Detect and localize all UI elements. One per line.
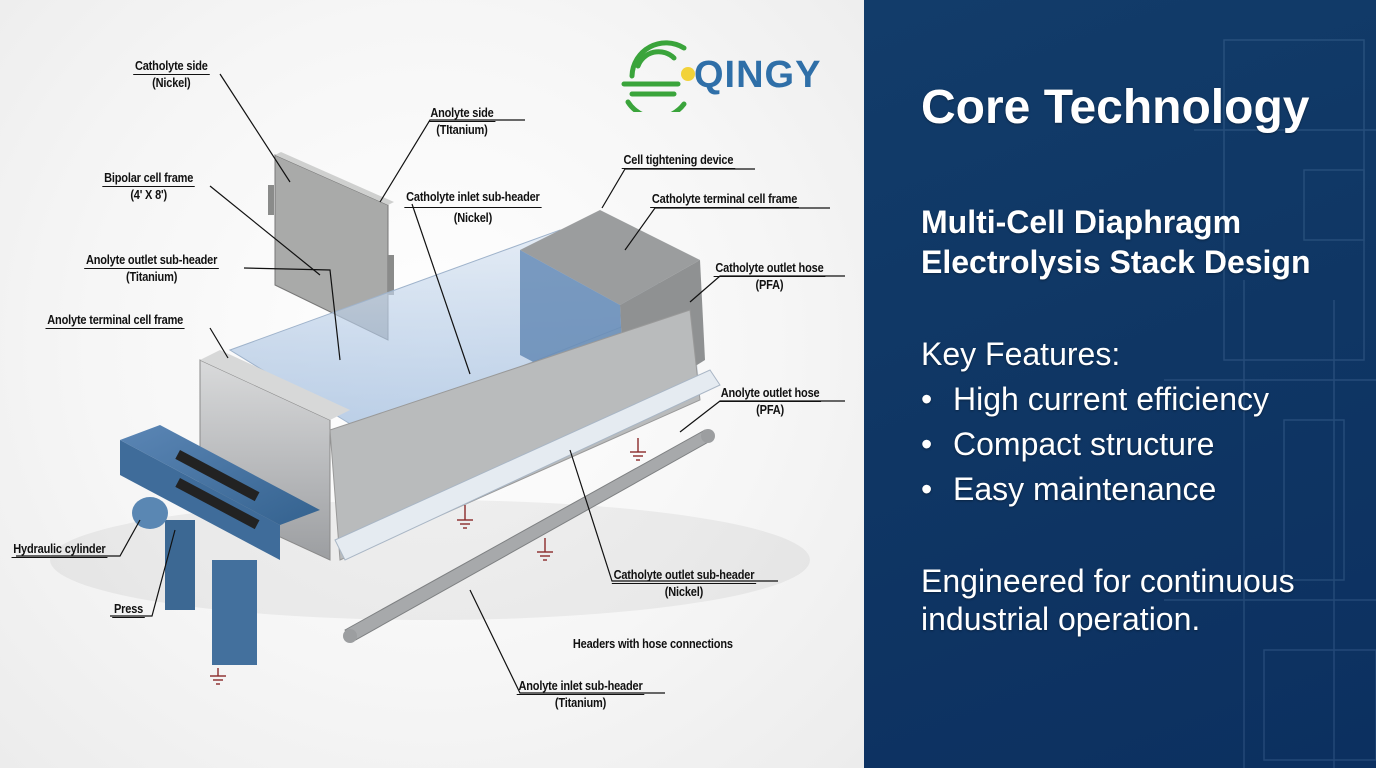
feature-item: •High current efficiency (921, 381, 1269, 417)
label-hydraulic-cylinder: Hydraulic cylinder (11, 542, 108, 558)
subtitle-line-1: Multi-Cell Diaphragm (921, 204, 1242, 240)
label-anolyte-outlet-hose: Anolyte outlet hose(PFA) (718, 386, 822, 417)
feature-item: •Compact structure (921, 426, 1215, 462)
features-heading: Key Features: (921, 336, 1121, 372)
label-catholyte-outlet-hose: Catholyte outlet hose(PFA) (713, 261, 826, 292)
logo-sun-icon (681, 67, 695, 81)
qingy-logo (621, 40, 695, 112)
bipolar-cell-frame-part (268, 152, 394, 341)
info-panel (864, 0, 1376, 768)
logo-brand: QINGY (694, 54, 822, 96)
label-press: Press (112, 602, 145, 618)
press-part (120, 425, 320, 665)
blueprint-background (1164, 39, 1376, 768)
panel-title: Core Technology (921, 81, 1310, 134)
catholyte-outlet-pipe (334, 369, 721, 561)
diagram-area: QINGY Catholyte side(Nickel) Anolyte sid… (0, 0, 864, 768)
label-catholyte-terminal-cell-frame: Catholyte terminal cell frame (650, 192, 799, 208)
label-anolyte-inlet-sub-header: Anolyte inlet sub-header(Titanium) (516, 679, 645, 710)
logo-arc-icon (629, 40, 687, 79)
ground-symbols (210, 438, 646, 685)
label-catholyte-inlet-sub-header: Catholyte inlet sub-header(Nickel) (404, 187, 542, 228)
hydraulic-cylinder-part (132, 497, 168, 529)
label-catholyte-outlet-sub-header: Catholyte outlet sub-header(Nickel) (611, 568, 757, 599)
label-anolyte-outlet-sub-header: Anolyte outlet sub-header(Titanium) (84, 253, 219, 284)
bullet-icon: • (921, 471, 933, 507)
label-anolyte-side: Anolyte side(TItanium) (428, 106, 496, 137)
bullet-icon: • (921, 426, 933, 462)
label-headers-with-hose-connections: Headers with hose connections (572, 637, 733, 651)
feature-item: •Easy maintenance (921, 471, 1217, 507)
label-anolyte-terminal-cell-frame: Anolyte terminal cell frame (45, 313, 185, 329)
bullet-icon: • (921, 381, 933, 417)
electrolyzer-illustration (16, 73, 845, 694)
label-cell-tightening-device: Cell tightening device (621, 153, 736, 169)
label-catholyte-side: Catholyte side(Nickel) (133, 59, 210, 90)
label-bipolar-cell-frame: Bipolar cell frame(4' X 8') (102, 171, 195, 202)
subtitle-line-2: Electrolysis Stack Design (921, 244, 1311, 280)
